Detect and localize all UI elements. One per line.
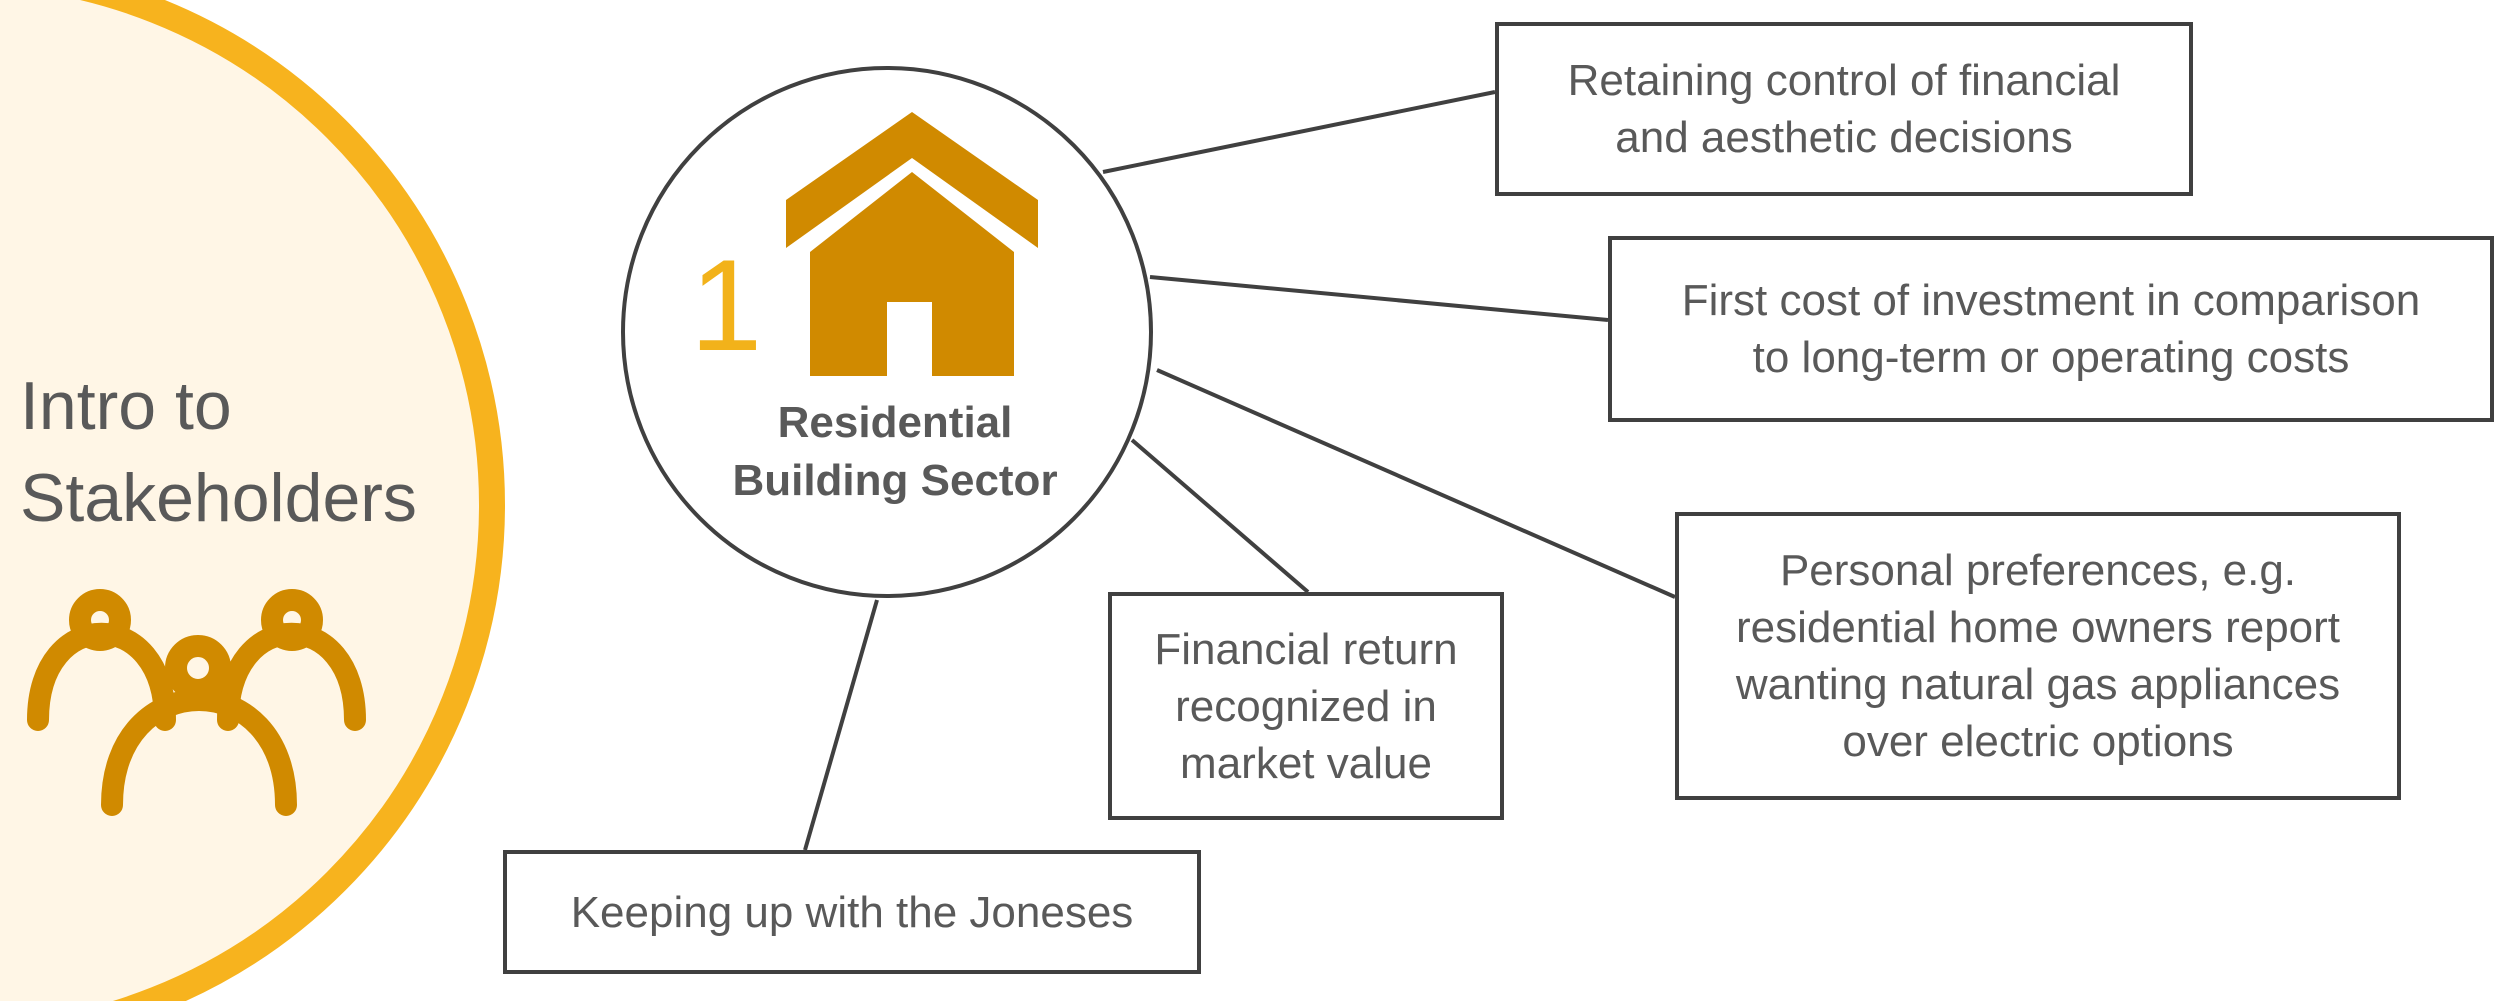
factor-text: Financial return recognized in market va…: [1154, 624, 1458, 788]
factor-text: Personal preferences, e.g. residential h…: [1735, 546, 2341, 766]
hub-label: Residential Building Sector: [732, 398, 1058, 505]
factor-box-financial-return: Financial return recognized in market va…: [1108, 592, 1504, 820]
connector-control: [1102, 90, 1496, 174]
house-icon: [786, 112, 1038, 376]
connector-prefs: [1156, 368, 1676, 599]
people-group-icon: [27, 589, 366, 816]
connector-lines: [803, 90, 1676, 851]
factor-box-personal-preferences: Personal preferences, e.g. residential h…: [1675, 512, 2401, 800]
hub-number: 1: [690, 232, 763, 378]
factor-box-joneses: Keeping up with the Joneses: [503, 850, 1201, 974]
factor-box-control: Retaining control of financial and aesth…: [1495, 22, 2193, 196]
connector-return: [1130, 438, 1310, 594]
factor-text: Keeping up with the Joneses: [570, 887, 1134, 937]
factor-box-first-cost: First cost of investment in comparison t…: [1608, 236, 2494, 422]
sidebar-title: Intro to Stakeholders: [20, 368, 417, 536]
factor-text: First cost of investment in comparison t…: [1681, 276, 2421, 382]
connector-firstcost: [1149, 275, 1609, 322]
factor-text: Retaining control of financial and aesth…: [1567, 56, 2121, 162]
connector-joneses: [803, 599, 879, 851]
